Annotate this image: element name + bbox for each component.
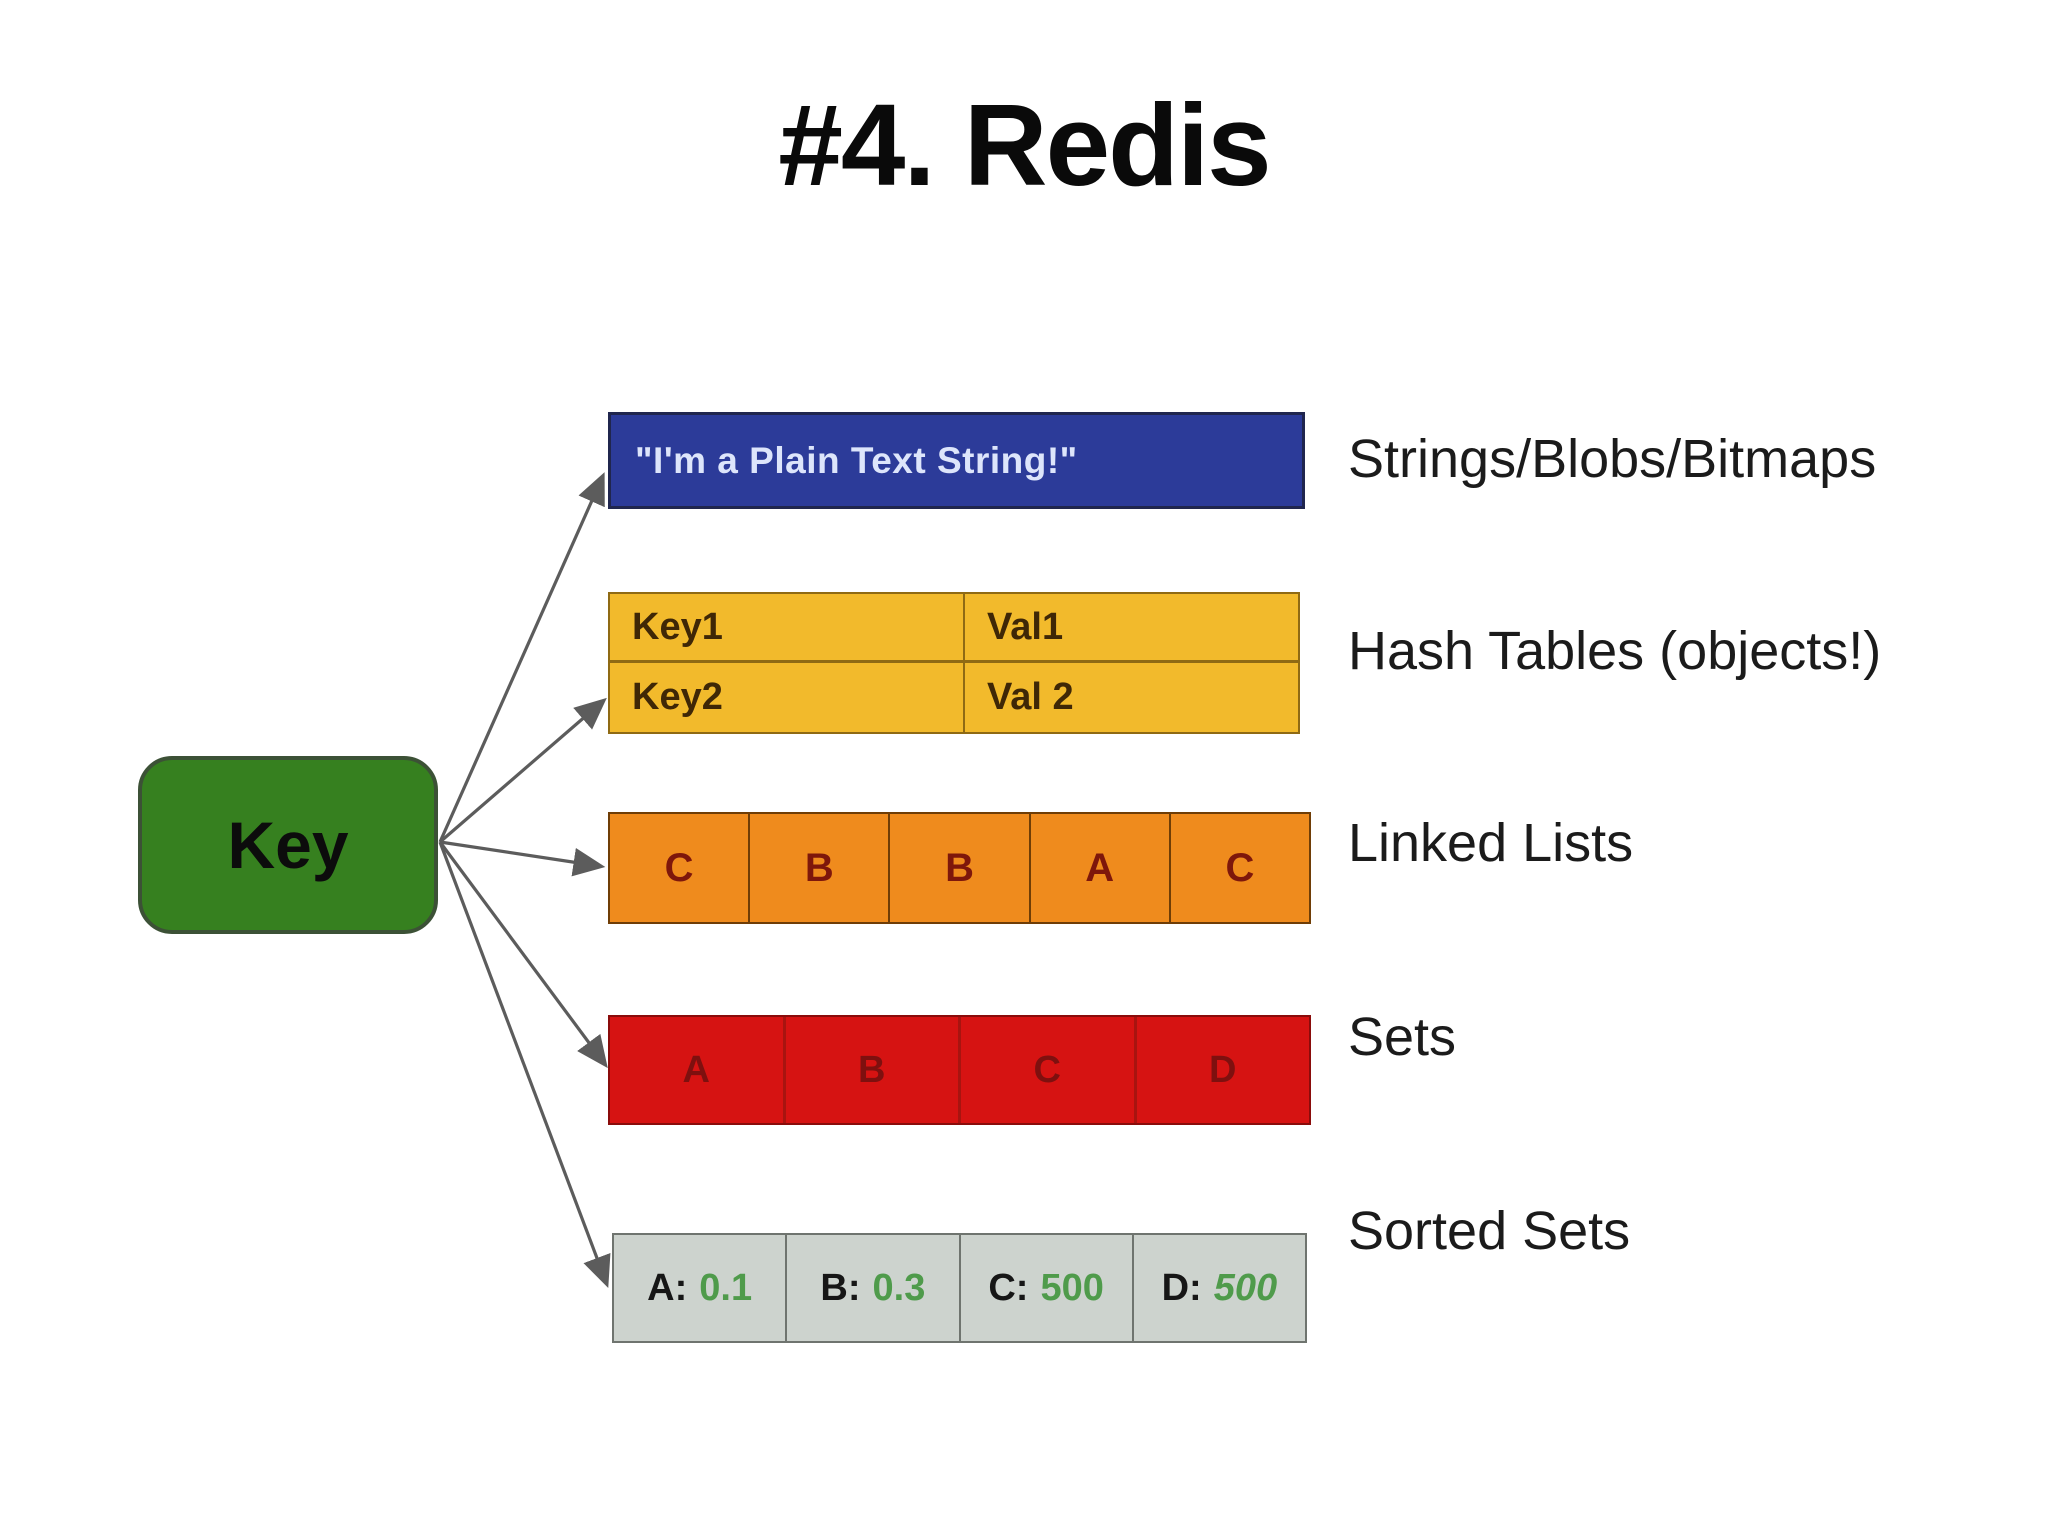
set-cell: C xyxy=(958,1017,1134,1123)
linked-list-bar: C B B A C xyxy=(608,812,1311,924)
zset-cell: A: 0.1 xyxy=(614,1235,785,1341)
arrow-to-list xyxy=(439,840,606,877)
zset-member: C: xyxy=(988,1266,1029,1309)
hash-cell-val1: Val1 xyxy=(965,594,1298,663)
sorted-sets-bar: A: 0.1 B: 0.3 C: 500 D: 500 xyxy=(612,1233,1307,1343)
hash-cell-key2: Key2 xyxy=(610,663,965,732)
zset-cell: C: 500 xyxy=(958,1235,1132,1341)
hash-cell-key1: Key1 xyxy=(610,594,965,663)
zset-score: 500 xyxy=(1040,1266,1104,1309)
zset-member: D: xyxy=(1161,1266,1202,1309)
label-hash: Hash Tables (objects!) xyxy=(1348,621,1882,681)
set-cell: B xyxy=(782,1017,959,1123)
arrow-to-zset xyxy=(438,841,611,1288)
zset-score: 0.3 xyxy=(872,1266,926,1309)
strings-box: "I'm a Plain Text String!" xyxy=(608,412,1305,509)
label-linked-lists: Linked Lists xyxy=(1348,813,1634,873)
set-cell: D xyxy=(1133,1017,1310,1123)
zset-score: 0.1 xyxy=(699,1266,753,1309)
set-cell: A xyxy=(682,1048,710,1091)
zset-member: B: xyxy=(820,1266,861,1309)
label-strings: Strings/Blobs/Bitmaps xyxy=(1348,429,1877,489)
strings-box-text: "I'm a Plain Text String!" xyxy=(635,439,1078,481)
label-sets: Sets xyxy=(1348,1007,1457,1067)
zset-member: A: xyxy=(647,1266,688,1309)
key-node: Key xyxy=(138,756,438,934)
zset-cell: B: 0.3 xyxy=(785,1235,958,1341)
zset-score: 500 xyxy=(1213,1266,1278,1309)
page-title: #4. Redis xyxy=(778,80,1271,210)
arrow-to-sets xyxy=(438,841,608,1069)
hash-cell-val2: Val 2 xyxy=(987,676,1074,718)
arrow-to-hash xyxy=(438,697,607,844)
zset-cell: D: 500 xyxy=(1131,1235,1305,1341)
list-cell: B xyxy=(748,814,888,922)
arrow-to-strings xyxy=(438,472,605,843)
list-cell: A xyxy=(1028,814,1169,922)
list-cell: C xyxy=(664,845,694,890)
list-cell: C xyxy=(1168,814,1309,922)
hash-table: Key1 Val1 Key2 Val 2 xyxy=(608,592,1300,734)
key-node-label: Key xyxy=(227,808,349,882)
list-cell: B xyxy=(888,814,1028,922)
label-sorted-sets: Sorted Sets xyxy=(1348,1201,1631,1261)
sets-bar: A B C D xyxy=(608,1015,1311,1125)
